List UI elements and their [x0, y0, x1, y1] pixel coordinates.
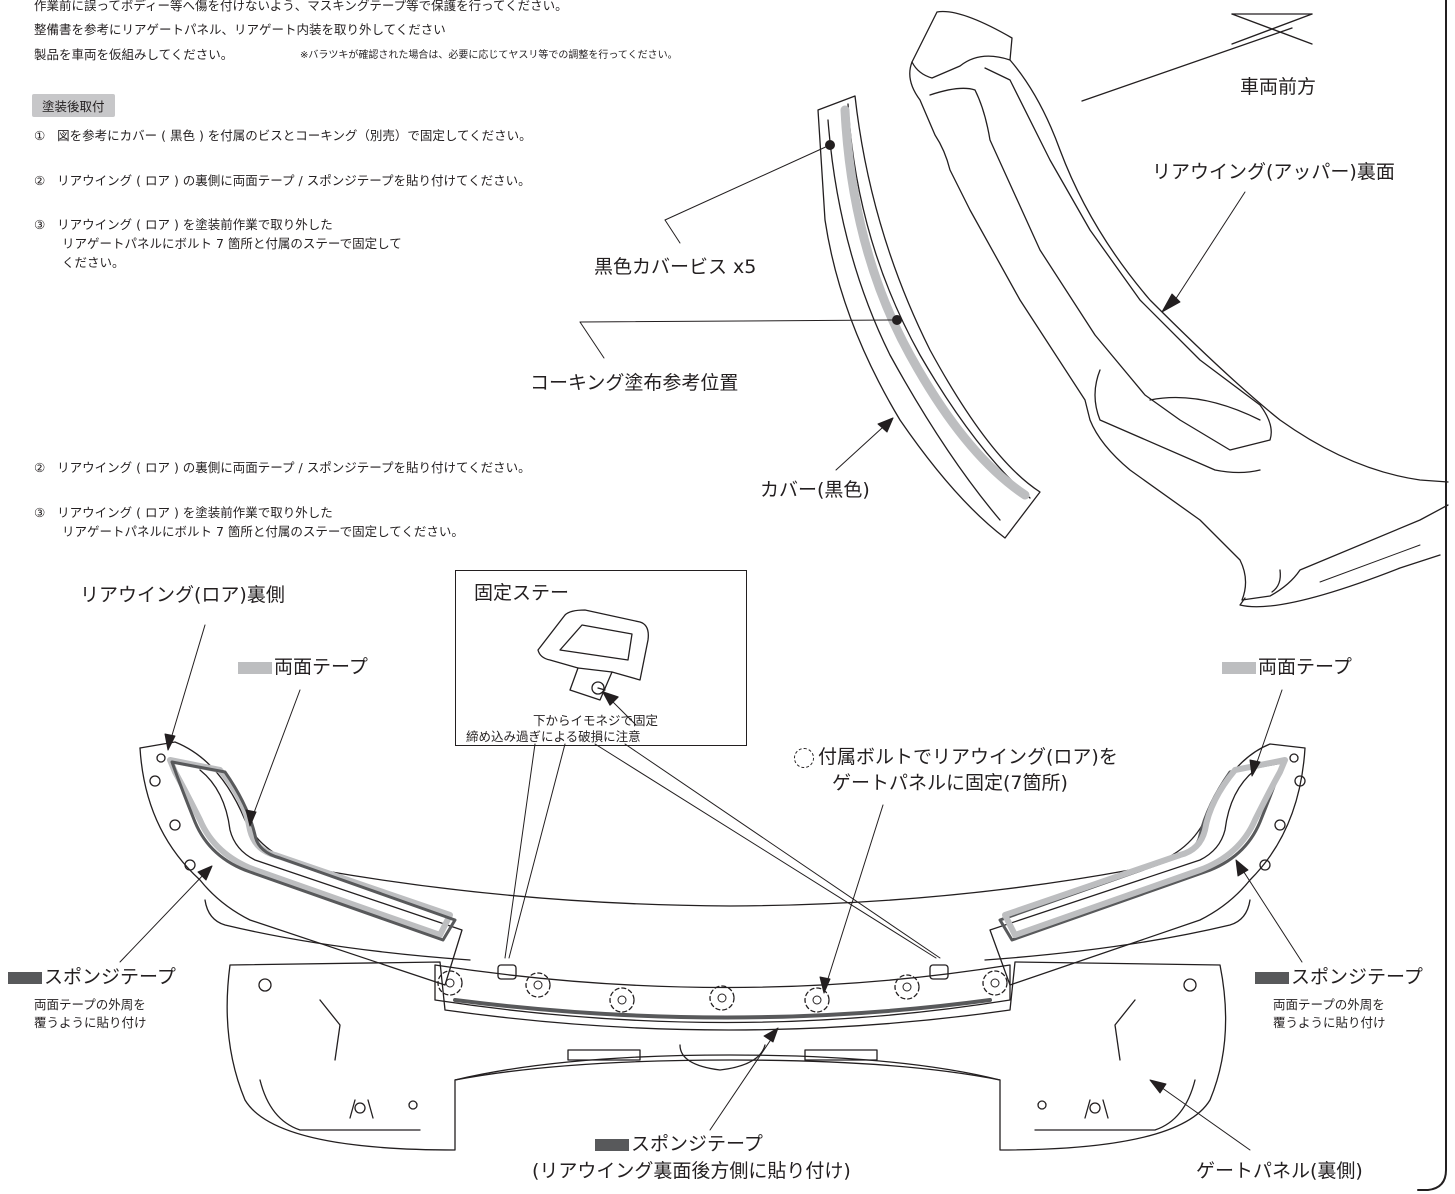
step-text: リアウイング ( ロア ) を塗装前作業で取り外した — [57, 505, 333, 520]
step-number: ③ — [34, 505, 46, 520]
sponge-tape-swatch — [1255, 971, 1289, 984]
double-tape-swatch — [238, 661, 272, 674]
gate-panel-drawing — [226, 961, 1227, 1151]
step-text: 図を参考にカバー ( 黒色 ) を付属のビスとコーキング（別売）で固定してくださ… — [57, 128, 532, 143]
cover-black-label: カバー(黒色) — [760, 479, 870, 501]
bolt-note-line-2: ゲートパネルに固定(7箇所) — [832, 772, 1068, 794]
sponge-text: スポンジテープ — [631, 1133, 763, 1155]
upper-wing-back-label: リアウイング(アッパー)裏面 — [1152, 161, 1395, 183]
double-tape-text: 両面テープ — [274, 656, 368, 678]
lower-wing-back-label: リアウイング(ロア)裏側 — [80, 584, 285, 606]
header-line-3: 製品を車両を仮組みしてください。 — [34, 47, 234, 62]
sponge-tape-swatch — [595, 1138, 629, 1151]
header-line-2: 整備書を参考にリアゲートパネル、リアゲート内装を取り外してください — [34, 22, 446, 37]
header-line-1: 作業前に誤ってボディー等へ傷を付けないよう、マスキングテープ等で保護を行ってくだ… — [34, 0, 568, 13]
bolt-note-text: 付属ボルトでリアウイング(ロア)を — [818, 746, 1118, 768]
cover-drawing — [817, 95, 1041, 539]
sponge-text: スポンジテープ — [1291, 966, 1423, 988]
step-top-3: ③ リアウイング ( ロア ) を塗装前作業で取り外した — [34, 217, 333, 233]
sponge-bottom-note: (リアウイング裏面後方側に貼り付け) — [532, 1160, 851, 1182]
step-text: リアウイング ( ロア ) の裏側に両面テープ / スポンジテープを貼り付けてく… — [57, 173, 531, 188]
bracket-note-2: 締め込み過ぎによる破損に注意 — [466, 729, 641, 744]
step-bottom-2: ② リアウイング ( ロア ) の裏側に両面テープ / スポンジテープを貼り付け… — [34, 460, 531, 476]
step-top-3-line-2: リアゲートパネルにボルト 7 箇所と付属のステーで固定して — [62, 236, 402, 251]
sponge-left-label: スポンジテープ — [8, 966, 176, 990]
header-note: ※バラツキが確認された場合は、必要に応じてヤスリ等での調整を行ってください。 — [300, 50, 678, 61]
double-tape-text: 両面テープ — [1258, 656, 1352, 678]
bracket-drawing — [537, 609, 649, 726]
vehicle-front-label: 車両前方 — [1240, 76, 1317, 98]
page-frame — [1417, 0, 1447, 1191]
step-bottom-3: ③ リアウイング ( ロア ) を塗装前作業で取り外した — [34, 505, 333, 521]
bracket-title: 固定ステー — [474, 582, 570, 604]
lower-wing-drawing — [139, 741, 1306, 986]
double-tape-left-label: 両面テープ — [238, 656, 368, 680]
bolt-note-line-1: 付属ボルトでリアウイング(ロア)を — [794, 746, 1118, 770]
sponge-tape-swatch — [8, 971, 42, 984]
step-text: リアウイング ( ロア ) の裏側に両面テープ / スポンジテープを貼り付けてく… — [57, 460, 531, 475]
lower-leaders — [119, 624, 1303, 1151]
sponge-bottom-label: スポンジテープ — [595, 1133, 763, 1157]
step-number: ② — [34, 460, 46, 475]
step-number: ③ — [34, 217, 46, 232]
sponge-right-label: スポンジテープ — [1255, 966, 1423, 990]
black-cover-screws-label: 黒色カバービス x5 — [594, 256, 757, 278]
bracket-callout-box — [455, 570, 747, 746]
cover-leaders — [579, 140, 1246, 471]
step-bottom-3-line-2: リアゲートパネルにボルト 7 箇所と付属のステーで固定してください。 — [62, 524, 464, 539]
step-number: ② — [34, 173, 46, 188]
gate-panel-back-label: ゲートパネル(裏側) — [1196, 1160, 1363, 1182]
double-tape-right-label: 両面テープ — [1222, 656, 1352, 680]
caulking-position-label: コーキング塗布参考位置 — [530, 372, 739, 394]
step-top-2: ② リアウイング ( ロア ) の裏側に両面テープ / スポンジテープを貼り付け… — [34, 173, 531, 189]
dashed-circle-icon — [794, 747, 814, 768]
sponge-right-note-2: 覆うように貼り付け — [1273, 1015, 1386, 1030]
step-number: ① — [34, 128, 46, 143]
sponge-left-note-2: 覆うように貼り付け — [34, 1015, 147, 1030]
step-top-3-line-3: ください。 — [62, 255, 125, 270]
front-direction-mark — [1081, 13, 1313, 102]
step-text: リアウイング ( ロア ) を塗装前作業で取り外した — [57, 217, 333, 232]
bracket-note-1: 下からイモネジで固定 — [533, 713, 659, 728]
double-tape-swatch — [1222, 661, 1256, 674]
upper-wing-drawing — [909, 10, 1449, 608]
center-rail — [434, 964, 1011, 1024]
section-title: 塗装後取付 — [32, 94, 115, 117]
step-top-1: ① 図を参考にカバー ( 黒色 ) を付属のビスとコーキング（別売）で固定してく… — [34, 128, 532, 144]
sponge-left-note-1: 両面テープの外周を — [34, 997, 146, 1012]
sponge-right-note-1: 両面テープの外周を — [1273, 997, 1385, 1012]
sponge-text: スポンジテープ — [44, 966, 176, 988]
